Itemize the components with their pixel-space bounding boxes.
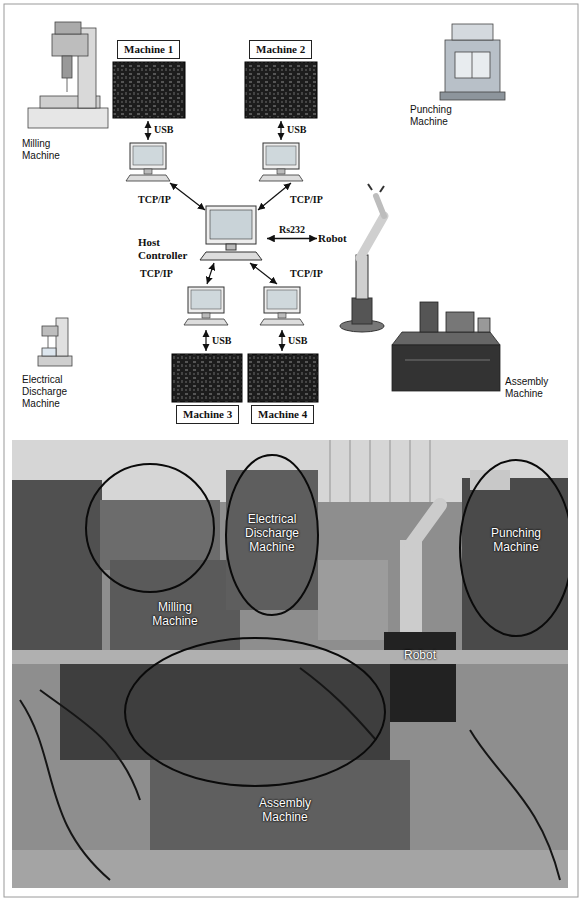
link-label: TCP/IP <box>140 268 173 280</box>
photo-annotation: Robot <box>392 648 448 662</box>
link-label: USB <box>287 124 306 136</box>
node-text: Machine 2 <box>256 43 305 56</box>
link-arrows <box>148 121 291 351</box>
controller-board <box>248 354 318 402</box>
node-text: Machine 4 <box>258 408 307 421</box>
link-label: TCP/IP <box>138 194 171 206</box>
machine-caption: Assembly Machine <box>505 376 567 400</box>
lab-photograph <box>12 440 568 888</box>
connector-label: Rs232 <box>277 224 307 236</box>
machine-label-box: Machine 4 <box>251 405 314 424</box>
robot-label-node: Robot <box>318 232 347 245</box>
link-label: USB <box>212 335 231 347</box>
photo-annotation: Assembly Machine <box>250 796 320 824</box>
link-label: TCP/IP <box>290 268 323 280</box>
milling-machine-illustration <box>28 22 108 128</box>
photo-annotation: Milling Machine <box>140 600 210 628</box>
pc-icon <box>260 287 304 325</box>
photo-annotation: Electrical Discharge Machine <box>236 512 308 554</box>
connector-arrow <box>267 238 317 239</box>
machine-label-box: Machine 3 <box>176 405 239 424</box>
robot-illustration <box>340 184 384 332</box>
node-text: Host Controller <box>138 236 196 262</box>
link-label: USB <box>154 124 173 136</box>
machine-label-box: Machine 1 <box>117 40 180 59</box>
highlight-ellipses <box>86 455 568 786</box>
node-text: Robot <box>318 232 347 245</box>
controller-board <box>172 354 242 402</box>
link-label: USB <box>288 335 307 347</box>
assembly-machine-illustration <box>392 302 500 391</box>
photo-annotation: Punching Machine <box>478 526 554 554</box>
host-controller: Host Controller <box>138 204 266 262</box>
punching-machine-illustration <box>440 24 505 100</box>
edm-illustration <box>38 318 72 366</box>
figure-frame <box>4 4 578 897</box>
node-text: Machine 1 <box>124 43 173 56</box>
machine-caption: Electrical Discharge Machine <box>22 374 84 410</box>
machine-caption: Punching Machine <box>410 104 470 128</box>
link-label: TCP/IP <box>290 194 323 206</box>
controller-board <box>113 62 185 118</box>
pc-icon <box>259 143 303 181</box>
controller-board <box>245 62 317 118</box>
host-computer-illustration <box>200 206 262 260</box>
pc-icon <box>184 287 228 325</box>
pc-icon <box>126 143 170 181</box>
machine-caption: Milling Machine <box>22 138 82 162</box>
machine-label-box: Machine 2 <box>249 40 312 59</box>
node-text: Machine 3 <box>183 408 232 421</box>
